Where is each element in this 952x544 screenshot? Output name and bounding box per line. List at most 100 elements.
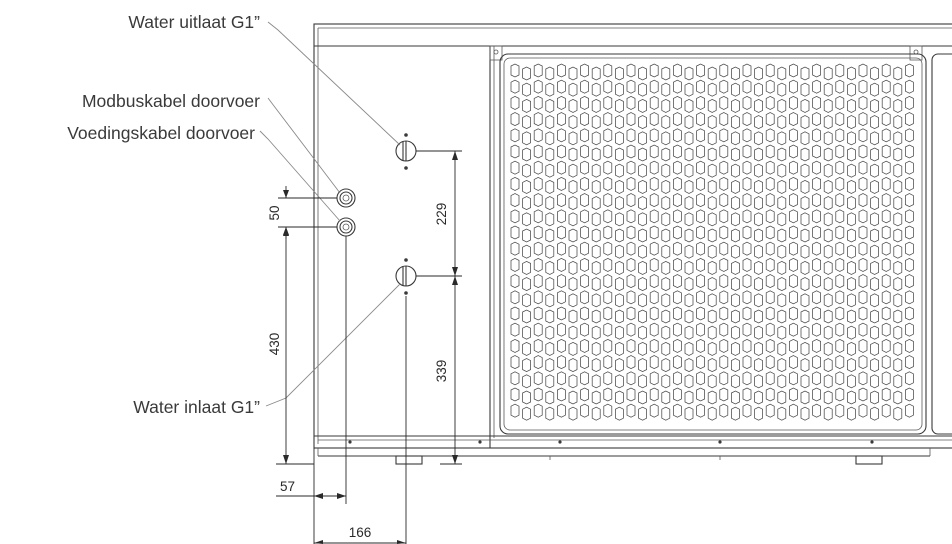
grille-slot <box>719 112 729 127</box>
grille-slot <box>777 293 787 308</box>
grille-slot <box>707 358 717 373</box>
grille-slot <box>580 257 589 272</box>
grille-slot <box>835 290 845 305</box>
grille-slot <box>823 374 833 389</box>
grille-slot <box>545 212 555 227</box>
grille-slot <box>510 241 520 256</box>
grille-slot <box>580 63 589 78</box>
grille-slot <box>812 79 821 94</box>
grille-slot <box>626 257 636 272</box>
grille-slot <box>858 112 868 127</box>
grille-slot <box>719 128 729 143</box>
grille-slot <box>835 176 845 191</box>
grille-slot <box>719 95 729 110</box>
grille-slot <box>905 144 914 159</box>
grille-slot <box>626 112 636 127</box>
grille-slot <box>661 98 671 113</box>
grille-slot <box>881 403 891 418</box>
grille-slot <box>649 225 659 240</box>
grille-slot <box>545 341 555 356</box>
grille-slot <box>673 63 682 78</box>
grille-slot <box>835 274 845 289</box>
grille-slot <box>881 290 891 305</box>
grille-slot <box>684 374 694 389</box>
grille-slot <box>557 193 566 208</box>
grille-slot <box>684 179 694 194</box>
grille-slot <box>545 244 555 259</box>
grille-slot <box>858 128 868 143</box>
grille-slot <box>591 325 601 340</box>
grille-slot <box>823 82 833 97</box>
grille-slot <box>603 209 613 224</box>
grille-slot <box>777 163 787 178</box>
grille-slot <box>603 144 613 159</box>
grille-slot <box>591 212 601 227</box>
grille-slot <box>684 406 694 421</box>
grille-slot <box>835 355 845 370</box>
grille-slot <box>533 112 543 127</box>
grille-slot <box>522 277 531 292</box>
grille-slot <box>789 79 798 94</box>
grille-slot <box>661 244 671 259</box>
grille-slot <box>510 274 520 289</box>
grille-slot <box>754 82 763 97</box>
grille-slot <box>858 176 868 191</box>
grille-slot <box>731 82 740 97</box>
grille-slot <box>626 371 636 386</box>
grille-slot <box>603 112 613 127</box>
grille-slot <box>742 193 752 208</box>
grille-slot <box>800 228 810 243</box>
grille-slot <box>510 387 520 402</box>
grille-slot <box>777 66 787 81</box>
grille-slot <box>533 95 543 110</box>
grille-slot <box>545 325 555 340</box>
grille-slot <box>719 290 729 305</box>
grille-slot <box>870 309 879 324</box>
grille-slot <box>719 225 729 240</box>
grille-slot <box>603 306 613 321</box>
grille-slot <box>765 144 775 159</box>
grille-slot <box>522 179 531 194</box>
grille-slot <box>881 355 891 370</box>
grille-slot <box>800 341 810 356</box>
grille-slot <box>673 241 682 256</box>
grille-slot <box>615 244 624 259</box>
grille-slot <box>638 82 647 97</box>
grille-slot <box>696 112 705 127</box>
grille-slot <box>661 390 671 405</box>
grille-slot <box>742 160 752 175</box>
grille-slot <box>580 193 589 208</box>
grille-slot <box>684 244 694 259</box>
grille-slot <box>847 82 856 97</box>
grille-slot <box>545 228 555 243</box>
grille-slot <box>615 293 624 308</box>
grille-slot <box>696 241 705 256</box>
grille-slot <box>591 115 601 130</box>
grille-slot <box>603 274 613 289</box>
grille-slot <box>789 176 798 191</box>
grille-slot <box>696 371 705 386</box>
grille-slot <box>777 228 787 243</box>
grille-slot <box>580 306 589 321</box>
grille-slot <box>858 322 868 337</box>
grille-slot <box>754 98 763 113</box>
grille-slot <box>765 355 775 370</box>
grille-slot <box>754 196 763 211</box>
grille-slot <box>847 293 856 308</box>
grille-slot <box>870 293 879 308</box>
grille-slot <box>533 403 543 418</box>
grille-slot <box>615 260 624 275</box>
grille-slot <box>580 176 589 191</box>
grille-slot <box>800 147 810 162</box>
grille-slot <box>707 406 717 421</box>
grille-slot <box>626 128 636 143</box>
grille-slot <box>870 374 879 389</box>
grille-slot <box>557 322 566 337</box>
grille-slot <box>684 115 694 130</box>
grille-slot <box>847 406 856 421</box>
grille-slot <box>661 179 671 194</box>
grille-slot <box>615 66 624 81</box>
grille-slot <box>707 212 717 227</box>
grille-slot <box>545 260 555 275</box>
